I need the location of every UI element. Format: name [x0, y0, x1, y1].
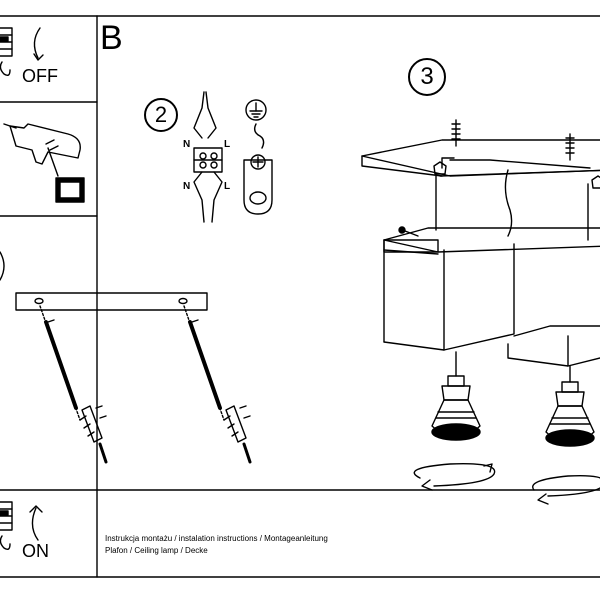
ceiling-plate-icon — [361, 139, 600, 177]
panel-b-letter: B — [100, 19, 123, 57]
wall-plug-right-icon — [223, 405, 252, 464]
rotate-arrow-left-icon — [413, 463, 496, 491]
neutral-label-top: N — [183, 139, 191, 150]
cable-icon — [435, 169, 589, 241]
side-screw-icon — [398, 226, 419, 237]
rotate-arrow-right-icon — [532, 474, 600, 505]
mounting-bolt-right-icon — [565, 133, 575, 161]
footer-product-type: Plafon / Ceiling lamp / Decke — [105, 546, 208, 555]
lamp-body-right-icon — [507, 325, 600, 367]
wall-plug-left-icon — [79, 405, 108, 464]
screw-right-icon — [183, 305, 225, 421]
switch-down-arrow-icon — [33, 27, 44, 61]
fuse-box-off-icon — [0, 27, 13, 77]
footer-caption: Instrukcja montażu / instalation instruc… — [105, 533, 328, 557]
live-label-top: L — [224, 139, 231, 150]
screw-left-icon — [39, 305, 81, 421]
gu10-bulb-left-icon — [431, 351, 481, 441]
ground-terminal-icon — [243, 99, 273, 215]
switch-up-arrow-icon — [29, 505, 43, 541]
panel-borders — [0, 15, 600, 578]
fuse-box-on-icon — [0, 501, 13, 551]
neutral-label-bottom: N — [183, 181, 191, 192]
power-drill-icon — [3, 123, 85, 203]
power-on-label: ON — [22, 541, 49, 561]
mounting-bar-icon — [15, 292, 208, 311]
step-3-number: 3 — [408, 58, 446, 96]
wire-connector-diagram-icon — [193, 91, 223, 223]
power-off-label: OFF — [22, 66, 58, 86]
mounting-bolt-left-icon — [451, 119, 461, 147]
live-label-bottom: L — [224, 181, 231, 192]
step-2-number: 2 — [144, 98, 178, 132]
bracket-nuts-icon — [433, 161, 600, 189]
gu10-bulb-right-icon — [545, 365, 595, 447]
footer-instructions-title: Instrukcja montażu / instalation instruc… — [105, 534, 328, 543]
step-1-number-partial-icon — [0, 251, 5, 281]
lamp-body-left-icon — [383, 227, 600, 351]
